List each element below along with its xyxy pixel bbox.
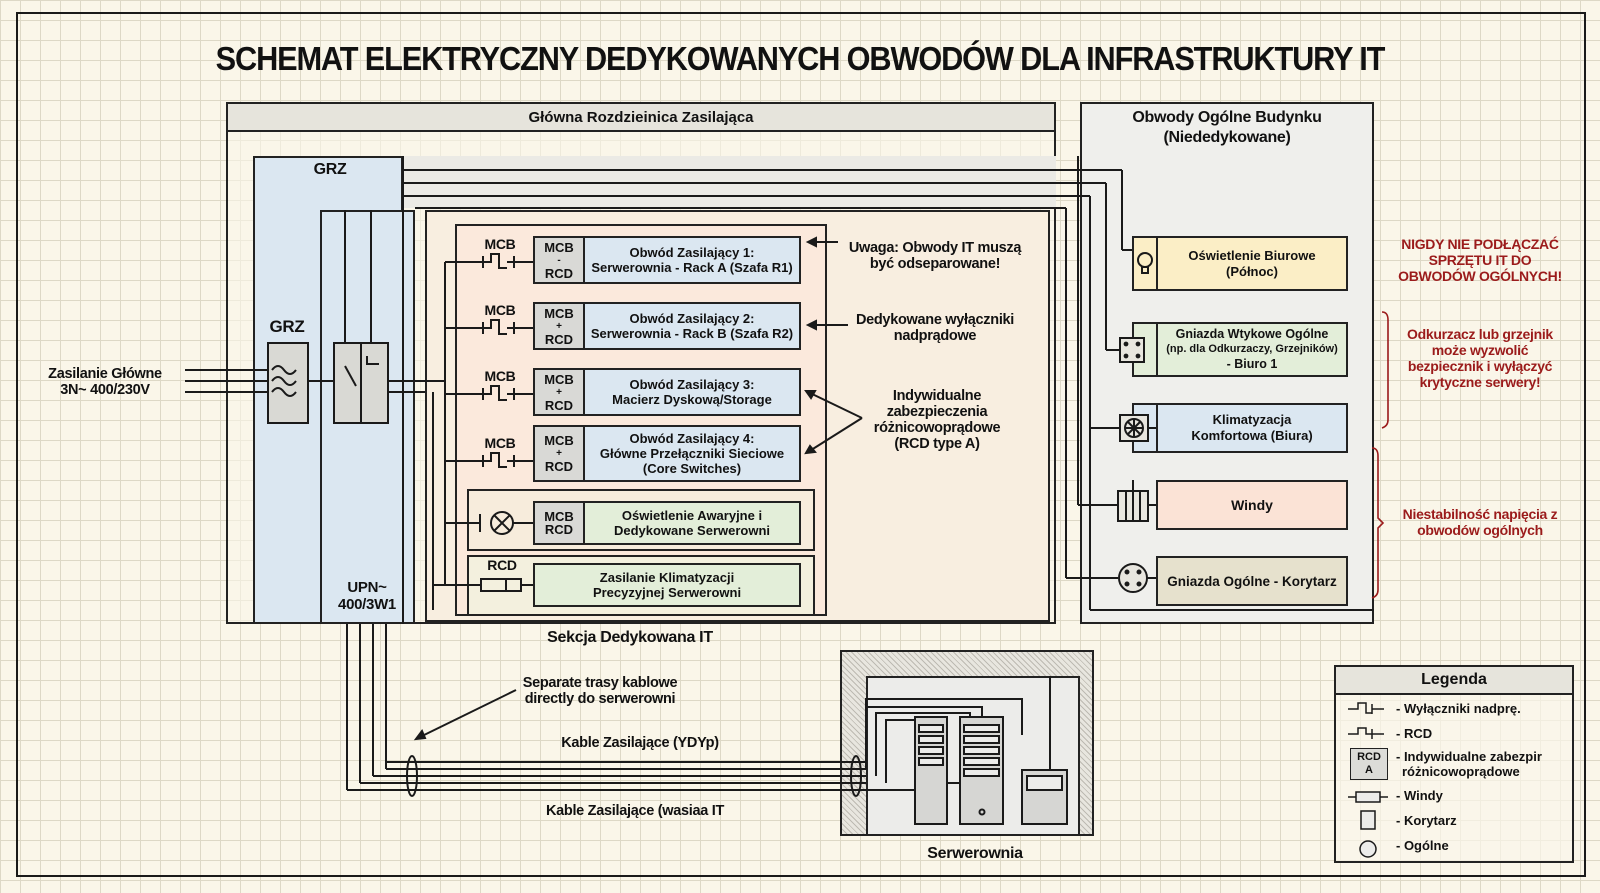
legend-header: Legenda bbox=[1336, 667, 1572, 695]
breaker-label: MCB bbox=[484, 236, 516, 252]
grz-fuse-label: GRZ bbox=[269, 317, 305, 336]
page-frame bbox=[16, 12, 1586, 877]
general-circuit-icon-cell bbox=[1132, 403, 1158, 453]
circuit-row-4[interactable]: MCB+RCD Obwód Zasilający 4:Główne Przełą… bbox=[533, 425, 801, 482]
circuit-row-2[interactable]: MCB+RCD Obwód Zasilający 2:Serwerownia -… bbox=[533, 302, 801, 350]
upn-panel bbox=[320, 210, 415, 624]
circuit-tag: MCB-RCD bbox=[535, 238, 585, 282]
circuit-tag: MCB+RCD bbox=[535, 304, 585, 348]
circuit-description: Obwód Zasilający 3:Macierz Dyskową/Stora… bbox=[585, 370, 799, 414]
dedicated-section-caption: Sekcja Dedykowana IT bbox=[547, 629, 713, 646]
circuit-tag: MCB+RCD bbox=[535, 370, 585, 414]
main-switchboard-title: Główna Rozdzieinica Zasilająca bbox=[528, 108, 754, 126]
feeder-bus bbox=[403, 156, 1056, 208]
legend-item-ogolne: - Ogólne bbox=[1396, 838, 1449, 853]
circuit-tag: MCB+RCD bbox=[535, 427, 585, 480]
rcd-label: RCD bbox=[487, 557, 517, 573]
circuit-description: Obwód Zasilający 1:Serwerownia - Rack A … bbox=[585, 238, 799, 282]
legend-item-mcb: - Wyłączniki nadprę. bbox=[1396, 701, 1521, 716]
main-switchboard-header: Główna Rozdzieinica Zasilająca bbox=[228, 104, 1054, 132]
legend-item-rcd: - RCD bbox=[1396, 726, 1433, 741]
breaker-label: MCB bbox=[484, 302, 516, 318]
general-circuit-elevators[interactable]: Windy bbox=[1156, 480, 1348, 530]
general-circuits-header: Obwody Ogólne Budynku(Niededykowane) bbox=[1132, 109, 1322, 146]
upn-label-1: UPN~ bbox=[347, 579, 387, 596]
cables-bottom-label: Kable Zasilające (wasiaa IT bbox=[545, 803, 725, 819]
diagram-title: SCHEMAT ELEKTRYCZNY DEDYKOWANYCH OBWODÓW… bbox=[215, 40, 1386, 77]
general-circuit-icon-cell bbox=[1132, 236, 1158, 291]
circuit-row-3[interactable]: MCB+RCD Obwód Zasilający 3:Macierz Dysko… bbox=[533, 368, 801, 416]
circuit-row-1[interactable]: MCB-RCD Obwód Zasilający 1:Serwerownia -… bbox=[533, 236, 801, 284]
breaker-label: MCB bbox=[484, 435, 516, 451]
upn-label-2: 400/3W1 bbox=[338, 596, 396, 613]
legend-title: Legenda bbox=[1421, 671, 1487, 688]
circuit-description: Obwód Zasilający 4:Główne Przełączniki S… bbox=[585, 427, 799, 480]
circuit-description: Obwód Zasilający 2:Serwerownia - Rack B … bbox=[585, 304, 799, 348]
legend-item-korytarz: - Korytarz bbox=[1396, 813, 1457, 828]
grz-top-label: GRZ bbox=[313, 161, 347, 178]
general-circuit-icon-cell bbox=[1132, 322, 1158, 377]
legend-item-windy: - Windy bbox=[1396, 788, 1443, 803]
server-room-interior bbox=[866, 676, 1080, 836]
general-circuit-office-lighting[interactable]: Oświetlenie Biurowe(Północ) bbox=[1156, 236, 1348, 291]
general-circuit-corridor-sockets[interactable]: Gniazda Ogólne - Korytarz bbox=[1156, 556, 1348, 606]
breaker-label: MCB bbox=[484, 368, 516, 384]
server-room-label: Serwerownia bbox=[927, 845, 1023, 862]
general-circuit-sockets-office[interactable]: Gniazda Wtykowe Ogólne(np. dla Odkurzacz… bbox=[1156, 322, 1348, 377]
cables-top-label: Kable Zasilające (YDYp) bbox=[561, 735, 719, 751]
